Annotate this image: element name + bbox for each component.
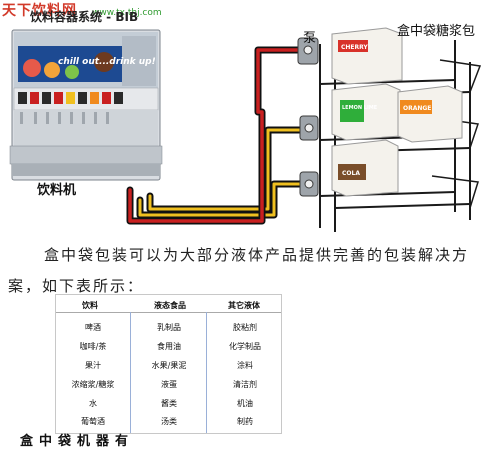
table-cell: 酱类 — [161, 399, 177, 408]
syrup-box-orange — [397, 85, 463, 143]
table-cell: 食用油 — [157, 342, 181, 351]
box-label-lemon-lime: LEMON LIME — [342, 105, 378, 111]
syrup-box-cherry — [331, 27, 403, 85]
watermark-url: www.tx.thj.com — [92, 8, 162, 18]
table-cell: 咖啡/茶 — [79, 342, 107, 351]
box-label-cherry: CHERRY — [341, 44, 368, 51]
table-cell: 涂料 — [237, 361, 253, 370]
table-cell: 化学制品 — [229, 342, 261, 351]
machine-title: 饮料容器系统 - BIB — [30, 10, 139, 24]
table-cell: 果汁 — [85, 361, 101, 370]
table-cell: 葡萄酒 — [81, 417, 105, 426]
table-cell: 水果/果泥 — [151, 361, 187, 370]
drink-machine — [9, 29, 163, 181]
table-header-liquid-foods: 液态食品 — [154, 300, 186, 310]
table-header-other-liquids: 其它液体 — [228, 300, 260, 310]
table-cell: 清洁剂 — [233, 380, 257, 389]
table-cell: 液蛋 — [161, 380, 177, 389]
drink-machine-label: 饮料机 — [37, 183, 77, 198]
table-column-divider — [130, 312, 131, 433]
intro-paragraph: 盒中袋包装可以为大部分液体产品提供完善的包装解决方案，如下表所示： — [8, 240, 492, 302]
box-label-cola: COLA — [342, 170, 360, 177]
table-cell: 胶粘剂 — [233, 323, 257, 332]
syrup-tubes — [126, 46, 304, 225]
table-column-divider — [206, 312, 207, 433]
box-label-orange: ORANGE — [403, 105, 431, 112]
table-header-beverages: 饮料 — [82, 300, 98, 310]
pump-label: 泵 — [303, 31, 317, 46]
bag-in-box-label: 盒中袋糖浆包 — [397, 24, 476, 39]
liquid-products-table: 饮料 液态食品 其它液体 啤酒 乳制品 胶粘剂 咖啡/茶 食用油 化学制品 果汁… — [55, 294, 282, 434]
table-cell: 水 — [89, 399, 97, 408]
bib-system-illustration: chill out...drink up! CHERRY LEMON LIME … — [9, 27, 482, 232]
table-cell: 浓缩浆/糖浆 — [71, 380, 115, 389]
table-cell: 制药 — [237, 417, 253, 426]
table-cell: 机油 — [237, 399, 253, 408]
watermark-site-text: 天下饮料网 — [2, 3, 77, 19]
table-divider — [56, 312, 281, 313]
table-cell: 啤酒 — [85, 323, 101, 332]
syrup-box-lemon-lime — [331, 83, 401, 141]
syrup-box-cola — [331, 139, 399, 197]
table-cell: 乳制品 — [157, 323, 181, 332]
pump-icon — [297, 37, 319, 197]
intro-paragraph-text: 盒中袋包装可以为大部分液体产品提供完善的包装解决方案，如下表所示： — [8, 246, 470, 295]
footer-partial-text: 盒中袋机器有 — [20, 434, 135, 449]
machine-banner-text: chill out...drink up! — [58, 57, 156, 67]
table-cell: 汤类 — [161, 417, 177, 426]
